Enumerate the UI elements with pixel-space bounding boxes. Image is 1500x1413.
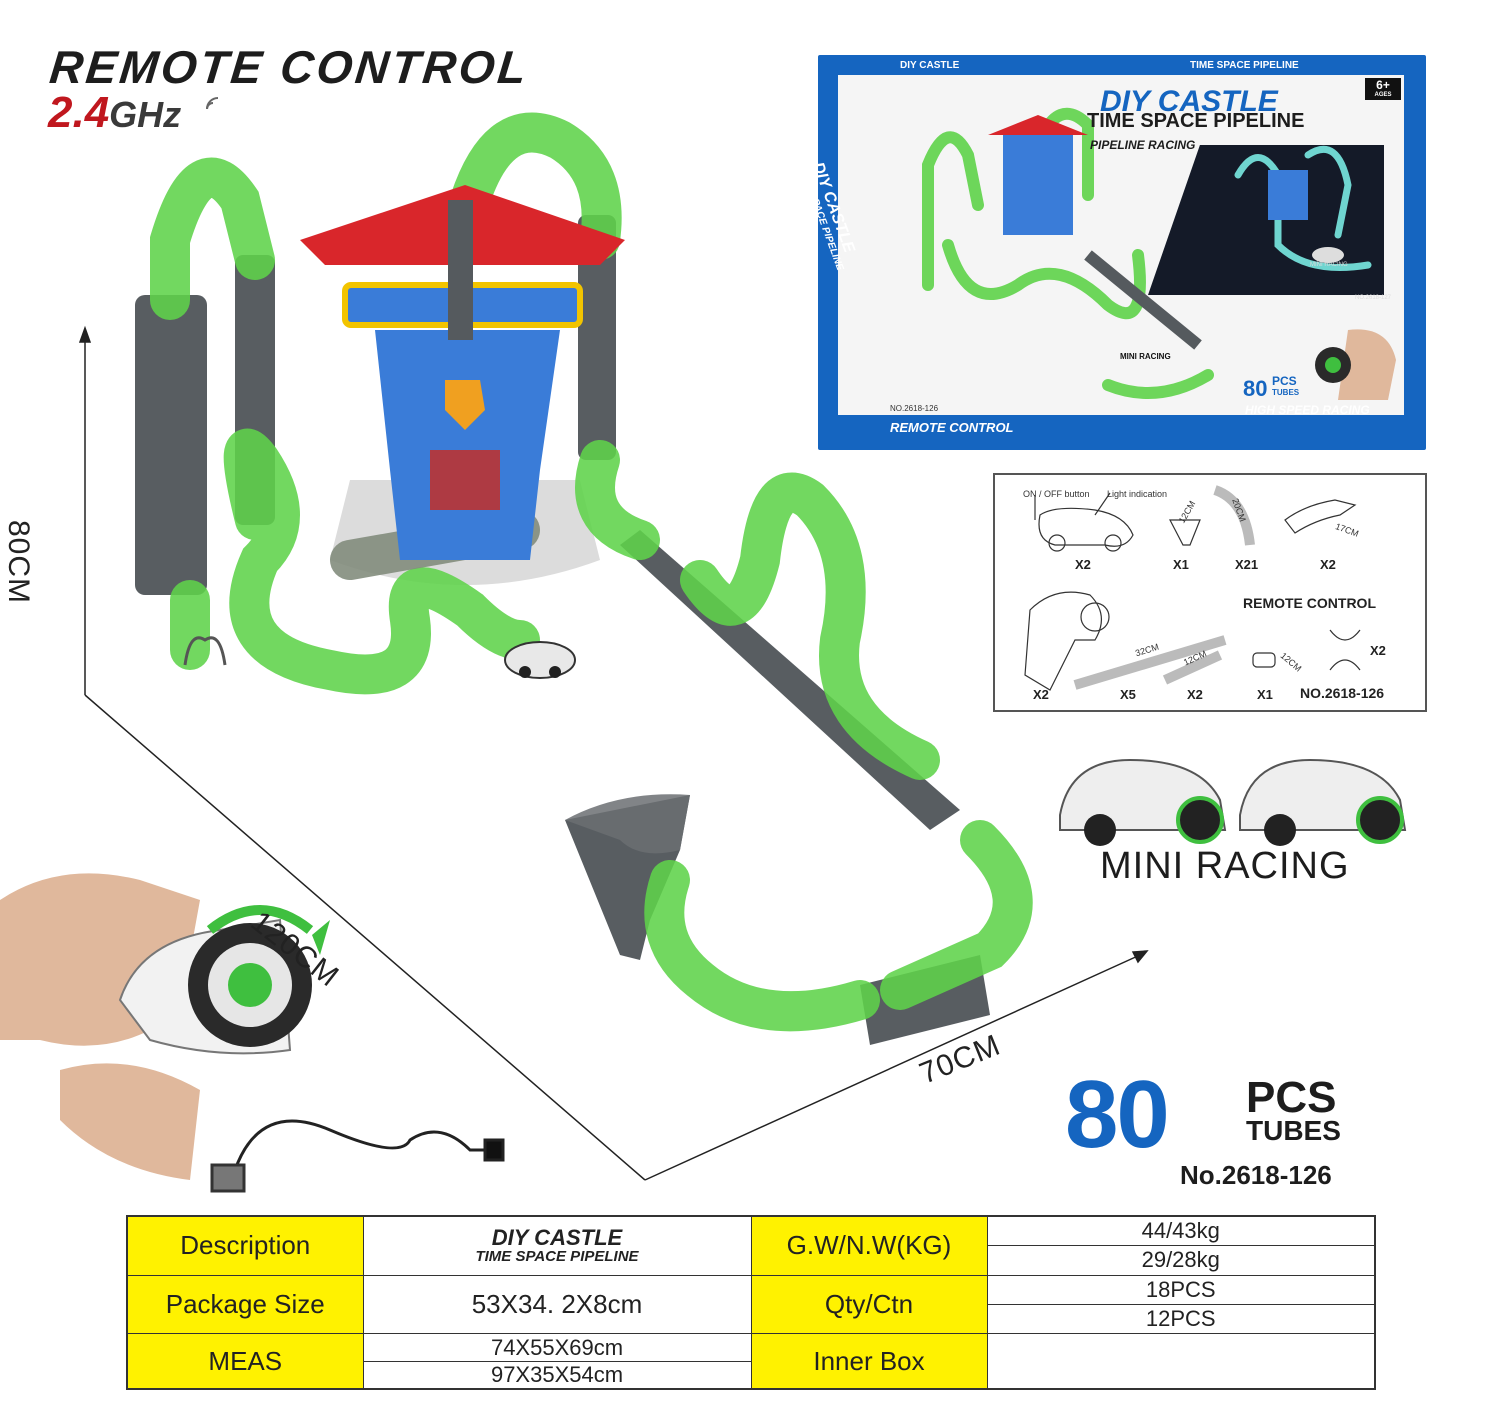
age-badge: 6+AGES [1365,78,1401,100]
box-count-pcs: PCS [1272,374,1297,388]
parts-drawings [1024,485,1361,691]
package-size-label: Package Size [126,1274,364,1334]
box-remote-control: REMOTE CONTROL [890,420,1014,435]
tube-32cm-part-icon [1073,635,1227,690]
race-car-in-track [504,641,576,679]
tube-12cm-quantity: X2 [1187,687,1203,702]
box-alt-model: NO.2618-127 [1355,295,1392,301]
box-model: NO.2618-126 [890,404,939,413]
clip-quantity: X2 [1370,643,1386,658]
age-value: 6+ [1376,78,1390,92]
product-illustration [0,112,1407,1193]
description-value-line1: DIY CASTLE [491,1224,623,1250]
remote-control-label: REMOTE CONTROL [1243,595,1376,611]
car-quantity: X2 [1075,557,1091,572]
remote-quantity: X2 [1033,687,1049,702]
funnel [565,794,690,854]
tube-count-tubes: TUBES [1246,1115,1341,1146]
green-track [150,112,1033,1032]
funnel-part-icon [1169,519,1201,546]
remote-part-icon [1024,591,1102,691]
shield-icon [445,380,485,430]
remote-control-in-hand [0,873,330,1180]
curve-tube-quantity: X21 [1235,557,1259,572]
inner-box-value [986,1333,1376,1390]
clip-part-icon [1329,629,1361,671]
box-tagline: PIPELINE RACING [1090,138,1196,152]
meas-label: MEAS [126,1333,364,1390]
mini-racing-label: MINI RACING [1100,845,1350,887]
qty-label: Qty/Ctn [750,1274,988,1334]
parts-model-number: NO.2618-126 [1300,685,1385,701]
qty-value-line2: 12PCS [1145,1305,1216,1331]
frequency-number: 2.4 [48,88,110,137]
car-part-icon [1038,507,1134,547]
box-count-tubes: TUBES [1272,388,1300,397]
age-label: AGES [1374,92,1392,98]
usb-cable [210,1119,505,1193]
connector-part-icon [1252,652,1276,668]
gw-label: G.W/N.W(KG) [750,1215,988,1276]
box-high-speed: HIGH SPEED RACING [1245,403,1370,417]
box-top-right-text: TIME SPACE PIPELINE [1190,60,1299,71]
box-alt-mini-racing: MINI RACING [1310,262,1348,268]
funnel-quantity: X1 [1173,557,1189,572]
frequency-unit: GHz [109,94,182,135]
tube-32cm-quantity: X5 [1120,687,1136,702]
onoff-button-label: ON / OFF button [1023,489,1090,499]
tube-count: 80 [1065,1061,1170,1168]
gw-value-line1: 44/43kg [987,1217,1374,1247]
inner-box-label: Inner Box [750,1333,988,1390]
qty-value-line1: 18PCS [987,1276,1374,1305]
tube-clip [183,636,227,666]
curve-tube-part-icon [1213,485,1255,546]
dimension-lines [78,325,1149,1181]
box-mini-racing: MINI RACING [1120,352,1171,361]
connector-quantity: X1 [1257,687,1273,702]
package-size-value: 53X34. 2X8cm [362,1274,752,1334]
description-label: Description [126,1215,364,1276]
box-count: 80 [1243,376,1268,401]
box-remote-hand [1315,329,1396,400]
description-value-line2: TIME SPACE PIPELINE [475,1247,639,1265]
signal-waves-icon [206,97,219,110]
product-box-image [818,55,1426,450]
box-alt-track-illustration [1234,145,1372,271]
frequency-label: 2.4GHz [48,88,181,138]
model-number: No.2618-126 [1180,1160,1332,1190]
box-subtitle: TIME SPACE PIPELINE [1087,110,1305,132]
light-indication-label: Light indication [1107,489,1168,499]
box-top-left-text: DIY CASTLE [900,60,960,71]
gw-value-line2: 29/28kg [1141,1247,1220,1273]
height-dimension-label: 80CM [2,520,35,605]
meas-value-line2: 97X35X54cm [490,1361,624,1387]
fork-tube-quantity: X2 [1320,557,1336,572]
mini-racing-cars [1059,758,1407,846]
meas-value-line1: 74X55X69cm [363,1335,751,1362]
fork-tube-part-icon [1284,499,1357,534]
tube-count-pcs: PCS [1246,1073,1337,1122]
tube-12cm-part-icon [1162,650,1223,685]
box-track-illustration [922,107,1214,399]
parts-list-panel: ON / OFF button Light indication X2 12CM… [993,473,1427,712]
box-brand: DIY CASTLE [1100,85,1278,118]
castle-tower [300,185,625,560]
